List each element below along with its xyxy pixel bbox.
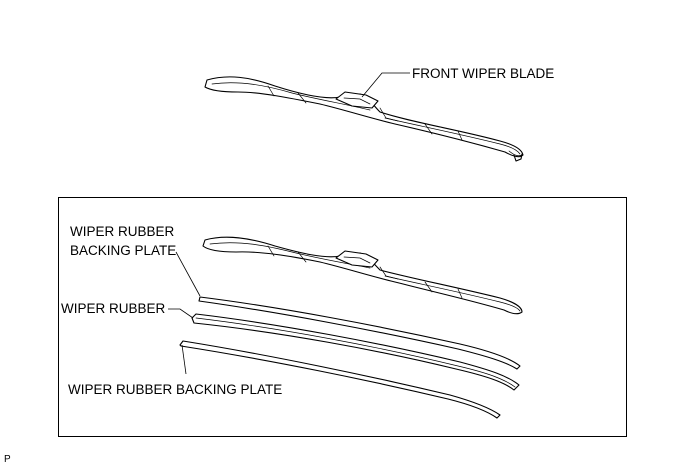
exploded-view-frame [58, 197, 627, 437]
wiper-rubber-label: WIPER RUBBER [61, 301, 166, 316]
wiper-blade-frame [202, 236, 523, 315]
backing-plate-upper-label-line2: BACKING PLATE [70, 243, 176, 258]
front-wiper-blade-assembly [204, 76, 524, 162]
wiper-rubber [191, 313, 520, 391]
front-wiper-blade-callout: FRONT WIPER BLADE [361, 66, 554, 98]
backing-plate-lower-label: WIPER RUBBER BACKING PLATE [68, 382, 282, 397]
wiper-rubber-callout: WIPER RUBBER [61, 301, 194, 319]
backing-plate-lower-callout: WIPER RUBBER BACKING PLATE [68, 344, 282, 397]
backing-plate-upper-callout: WIPER RUBBER BACKING PLATE [70, 224, 201, 297]
wiper-rubber-backing-plate-lower [179, 340, 501, 419]
backing-plate-upper-label-line1: WIPER RUBBER [70, 224, 175, 239]
front-wiper-blade-label: FRONT WIPER BLADE [412, 66, 554, 81]
corner-mark: P [4, 454, 11, 465]
wiper-rubber-backing-plate-upper [198, 296, 521, 370]
